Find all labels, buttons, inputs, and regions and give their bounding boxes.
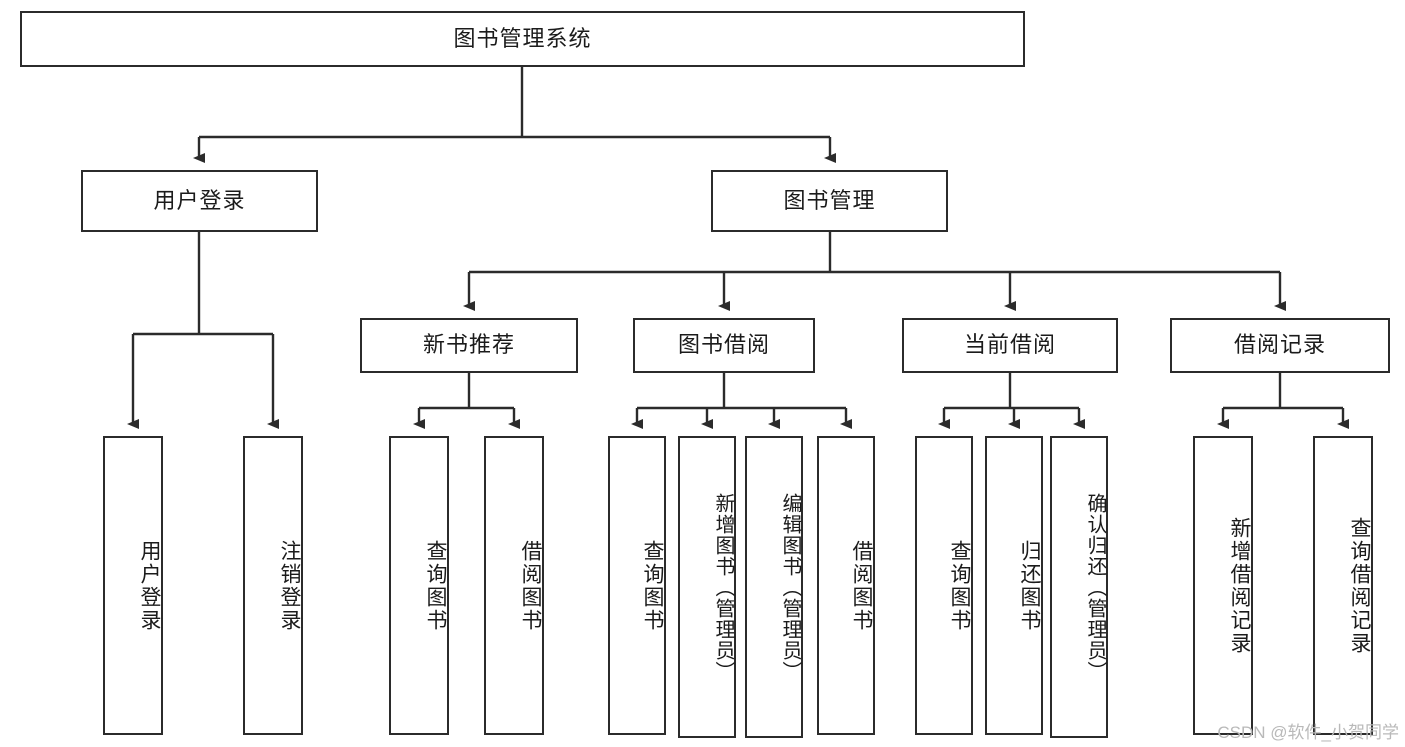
node-leaf-confirm-return[interactable]: 确认归还（管理员） [1050,436,1108,738]
node-leaf-borrow-book-1[interactable]: 借阅图书 [484,436,544,735]
node-leaf-query-book-1-label: 查询图书 [424,539,447,632]
node-new-book-recommend[interactable]: 新书推荐 [360,318,578,373]
node-leaf-add-book[interactable]: 新增图书（管理员） [678,436,736,738]
node-root-label: 图书管理系统 [453,25,592,51]
node-leaf-query-record[interactable]: 查询借阅记录 [1313,436,1373,735]
node-root[interactable]: 图书管理系统 [20,11,1025,67]
node-leaf-return-book-label: 归还图书 [1018,539,1041,632]
node-leaf-query-record-label: 查询借阅记录 [1348,516,1371,655]
node-leaf-query-book-3-label: 查询图书 [948,539,971,632]
node-leaf-edit-book[interactable]: 编辑图书（管理员） [745,436,803,738]
node-leaf-confirm-return-label: 确认归还（管理员） [1084,492,1106,682]
node-leaf-user-login-label: 用户登录 [138,539,161,632]
node-current-borrow-label: 当前借阅 [963,332,1056,358]
node-new-book-recommend-label: 新书推荐 [422,332,515,358]
node-leaf-query-book-1[interactable]: 查询图书 [389,436,449,735]
node-leaf-user-logout[interactable]: 注销登录 [243,436,303,735]
node-user-login-label: 用户登录 [153,187,246,213]
node-borrow-record[interactable]: 借阅记录 [1170,318,1390,373]
node-book-manage[interactable]: 图书管理 [711,170,948,232]
node-leaf-user-login[interactable]: 用户登录 [103,436,163,735]
node-leaf-query-book-2-label: 查询图书 [641,539,664,632]
node-leaf-add-record-label: 新增借阅记录 [1228,516,1251,655]
node-book-borrow-label: 图书借阅 [677,332,770,358]
node-leaf-borrow-book-2-label: 借阅图书 [850,539,873,632]
node-leaf-borrow-book-1-label: 借阅图书 [519,539,542,632]
node-leaf-add-record[interactable]: 新增借阅记录 [1193,436,1253,735]
node-current-borrow[interactable]: 当前借阅 [902,318,1118,373]
node-leaf-return-book[interactable]: 归还图书 [985,436,1043,735]
node-user-login[interactable]: 用户登录 [81,170,318,232]
node-leaf-edit-book-label: 编辑图书（管理员） [779,492,801,682]
node-leaf-query-book-3[interactable]: 查询图书 [915,436,973,735]
node-book-borrow[interactable]: 图书借阅 [633,318,815,373]
node-leaf-query-book-2[interactable]: 查询图书 [608,436,666,735]
node-book-manage-label: 图书管理 [783,187,876,213]
node-leaf-user-logout-label: 注销登录 [278,539,301,632]
csdn-watermark: CSDN @软件_小贺同学 [1217,723,1399,742]
node-borrow-record-label: 借阅记录 [1233,332,1326,358]
node-leaf-add-book-label: 新增图书（管理员） [712,492,734,682]
node-leaf-borrow-book-2[interactable]: 借阅图书 [817,436,875,735]
